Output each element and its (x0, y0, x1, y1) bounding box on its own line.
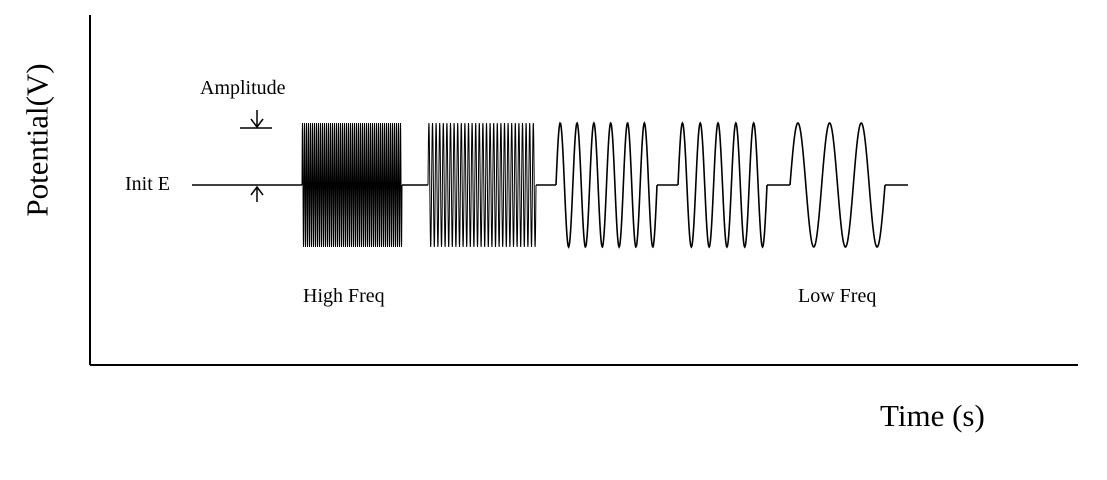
amplitude-down-arrow (250, 110, 264, 129)
low-freq-label: Low Freq (798, 285, 877, 307)
sine-burst-4 (677, 121, 768, 249)
y-axis-label: Potential(V) (19, 63, 55, 217)
init-e-label: Init E (125, 173, 170, 195)
waveform-bursts (192, 121, 908, 249)
amplitude-up-arrow (250, 185, 264, 202)
x-axis-label: Time (s) (880, 398, 985, 433)
sine-burst-2 (427, 122, 537, 248)
high-freq-label: High Freq (303, 285, 385, 307)
amplitude-label: Amplitude (200, 77, 286, 99)
amplitude-marker (240, 110, 272, 202)
sine-burst-1 (301, 122, 403, 248)
sine-burst-5 (789, 122, 886, 248)
sine-burst-3 (555, 121, 658, 249)
